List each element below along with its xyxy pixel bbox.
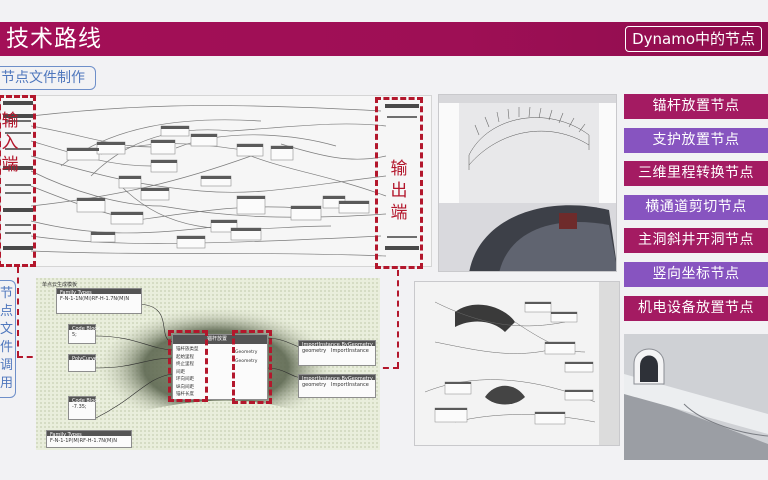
code-block-node-1-value: 5; bbox=[72, 332, 77, 338]
family-types-node-1[interactable]: Family Types F-N-1-1N(Mi)RF-H-1.7N(M)N bbox=[56, 288, 142, 314]
family-types-node-1-value: F-N-1-1N(Mi)RF-H-1.7N(M)N bbox=[60, 296, 130, 302]
custom-input: 纵向间距 bbox=[176, 384, 194, 390]
custom-input: 锚杆族类型 bbox=[176, 347, 199, 352]
node-item-equipment-placement: 机电设备放置节点 bbox=[624, 295, 768, 321]
dynamo-graph-definition[interactable] bbox=[0, 95, 432, 267]
dynamo-graph-usage[interactable]: 单点云生成模板 Family Types F-N-1-1N(Mi)RF-H-1.… bbox=[36, 278, 380, 450]
import-instance-node-1-title: ImportInstance.ByGeometry bbox=[302, 342, 373, 348]
input-port-frame bbox=[0, 95, 36, 267]
node-item-3d-mileage: 三维里程转换节点 bbox=[624, 161, 768, 187]
polycurve-node-title: PolyCurve bbox=[72, 356, 97, 362]
tunnel-render-image bbox=[624, 334, 768, 460]
custom-input: 间距 bbox=[176, 369, 185, 375]
output-connector-vertical bbox=[397, 270, 399, 368]
input-label: 输入端 bbox=[1, 111, 19, 175]
dynamo-workspace-render bbox=[415, 282, 619, 445]
custom-anchor-node-title: 锚杆放置 bbox=[207, 336, 228, 342]
custom-input: 环向间距 bbox=[176, 377, 194, 382]
node-item-inclined-shaft-opening: 主洞斜井开洞节点 bbox=[624, 228, 768, 254]
family-types-node-2[interactable]: Family Types F-N-1-1P(M)RF-H-1.7N(M)N bbox=[46, 430, 132, 448]
custom-node-output-frame bbox=[232, 330, 272, 404]
graph-caption: 单点云生成模板 bbox=[42, 281, 77, 288]
graph-wires bbox=[3, 101, 419, 257]
custom-output: Geometry bbox=[235, 359, 258, 364]
output-port-frame bbox=[375, 97, 423, 269]
code-block-node-2[interactable]: Code Block -7.35; bbox=[68, 396, 100, 420]
code-block-node-2-value: -7.35; bbox=[72, 404, 87, 410]
dynamo-nodes-label: Dynamo中的节点 bbox=[625, 26, 762, 52]
import-instance-node-2-title: ImportInstance.ByGeometry bbox=[302, 376, 373, 382]
node-item-cross-passage-cut: 横通道剪切节点 bbox=[624, 194, 768, 220]
custom-node-outputs: Geometry Geometry bbox=[235, 348, 257, 366]
dynamo-workspace-screenshot bbox=[414, 281, 620, 446]
input-connector-vertical bbox=[17, 267, 19, 357]
import-input-port: geometry bbox=[302, 348, 327, 354]
custom-input: 起始里程 bbox=[176, 354, 194, 360]
code-block-node-1[interactable]: Code Block 5; bbox=[68, 324, 100, 344]
family-types-node-2-value: F-N-1-1P(M)RF-H-1.7N(M)N bbox=[50, 438, 117, 444]
custom-node-inputs: 锚杆族类型 起始里程 终止里程 间距 环向间距 纵向间距 锚杆长度 bbox=[176, 346, 199, 399]
custom-input: 锚杆长度 bbox=[176, 392, 194, 397]
custom-anchor-node[interactable]: 锚杆放置 锚杆族类型 起始里程 终止里程 间距 环向间距 纵向间距 锚杆长度 G… bbox=[172, 334, 268, 400]
import-input-port: geometry bbox=[302, 382, 327, 388]
import-instance-node-1[interactable]: ImportInstance.ByGeometry geometry Impor… bbox=[298, 340, 376, 366]
node-file-calling-text: 节点文件调用 bbox=[0, 286, 14, 391]
import-output-port: ImportInstance bbox=[331, 348, 369, 354]
node-item-anchor-placement: 锚杆放置节点 bbox=[624, 94, 768, 119]
node-item-vertical-coordinate: 竖向坐标节点 bbox=[624, 261, 768, 287]
dynamo-node-list: 锚杆放置节点 支护放置节点 三维里程转换节点 横通道剪切节点 主洞斜井开洞节点 … bbox=[624, 94, 768, 329]
code-block-node-1-title: Code Block bbox=[72, 326, 100, 332]
revit-tunnel-render bbox=[439, 95, 616, 271]
revit-tunnel-screenshot bbox=[438, 94, 617, 272]
section-header: 技术路线 Dynamo中的节点 bbox=[0, 22, 768, 56]
import-instance-node-2[interactable]: ImportInstance.ByGeometry geometry Impor… bbox=[298, 374, 376, 398]
custom-node-input-frame bbox=[168, 330, 208, 402]
polycurve-node[interactable]: PolyCurve bbox=[68, 354, 97, 372]
node-file-calling-tag: 节点文件调用 bbox=[0, 280, 16, 398]
custom-output: Geometry bbox=[235, 350, 258, 355]
node-item-support-placement: 支护放置节点 bbox=[624, 127, 768, 153]
family-types-node-1-title: Family Types bbox=[60, 290, 92, 296]
node-file-making-tag: 节点文件制作 bbox=[0, 66, 96, 90]
code-block-node-2-title: Code Block bbox=[72, 398, 100, 404]
tunnel-render-svg bbox=[624, 334, 768, 460]
output-label: 输出端 bbox=[390, 159, 408, 223]
section-title: 技术路线 bbox=[6, 26, 102, 52]
family-types-node-2-title: Family Types bbox=[50, 432, 82, 438]
import-output-port: ImportInstance bbox=[331, 382, 369, 388]
custom-input: 终止里程 bbox=[176, 362, 194, 367]
